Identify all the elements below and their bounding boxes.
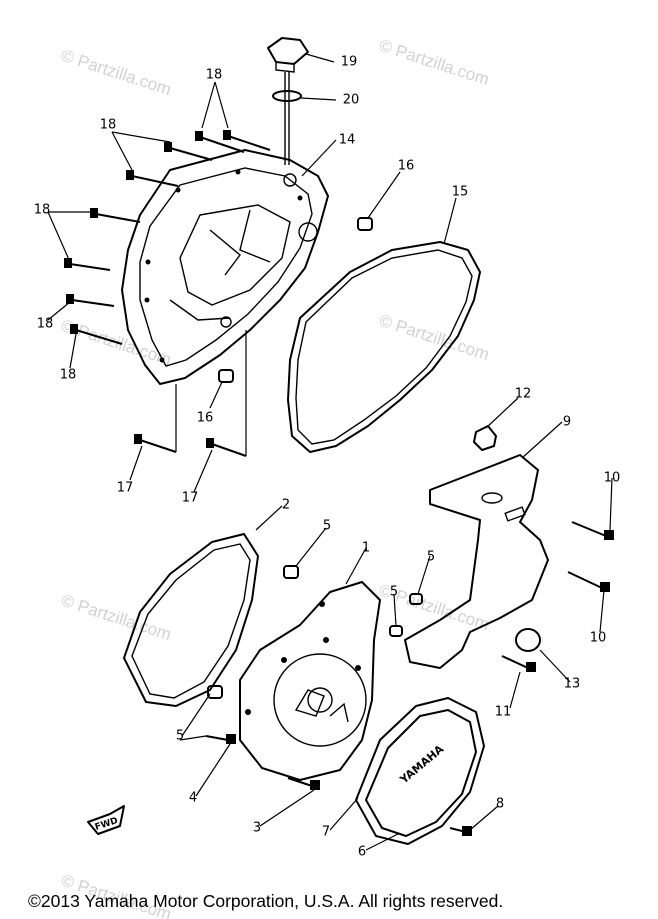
bracket-bolts bbox=[501, 521, 614, 672]
lower-bolts bbox=[134, 330, 247, 457]
callout-11: 11 bbox=[495, 705, 512, 720]
cover-gasket bbox=[287, 241, 481, 453]
callout-16: 16 bbox=[398, 159, 415, 174]
callout-4: 4 bbox=[189, 791, 197, 806]
callout-18: 18 bbox=[100, 118, 117, 133]
bracket bbox=[404, 454, 549, 669]
watermark-text: © Partzilla.com bbox=[59, 591, 174, 644]
o-ring bbox=[272, 90, 302, 102]
callout-3: 3 bbox=[253, 821, 261, 836]
callout-13: 13 bbox=[564, 677, 581, 692]
yamaha-mark: YAMAHA bbox=[397, 742, 447, 787]
watermark-layer: © Partzilla.com © Partzilla.com © Partzi… bbox=[59, 36, 492, 919]
callout-18: 18 bbox=[34, 203, 51, 218]
callout-12: 12 bbox=[515, 387, 532, 402]
fwd-arrow: FWD bbox=[87, 805, 125, 835]
callout-15: 15 bbox=[452, 185, 469, 200]
callout-5: 5 bbox=[390, 585, 398, 600]
dowel-pin bbox=[207, 685, 223, 699]
dowel-pin bbox=[283, 565, 299, 579]
plug-cap bbox=[515, 628, 541, 652]
callout-6: 6 bbox=[358, 845, 366, 860]
cover-screw bbox=[205, 735, 229, 741]
collar bbox=[389, 625, 403, 637]
callout-17: 17 bbox=[182, 491, 199, 506]
collar bbox=[409, 593, 423, 605]
oil-filler-cap bbox=[267, 37, 309, 165]
callout-16: 16 bbox=[197, 411, 214, 426]
outer-cover bbox=[365, 709, 477, 837]
callout-5: 5 bbox=[323, 519, 331, 534]
dowel-pin bbox=[357, 217, 373, 231]
callout-9: 9 bbox=[563, 415, 571, 430]
callout-19: 19 bbox=[341, 55, 358, 70]
cover-bolts bbox=[64, 130, 271, 345]
outer-cover-gasket bbox=[355, 697, 485, 845]
callout-5: 5 bbox=[427, 550, 435, 565]
callout-18: 18 bbox=[206, 68, 223, 83]
callout-2: 2 bbox=[282, 498, 290, 513]
generator-cover bbox=[239, 581, 381, 781]
callout-17: 17 bbox=[117, 481, 134, 496]
watermark-text: © Partzilla.com bbox=[377, 36, 492, 89]
dowel-pin bbox=[218, 369, 234, 383]
callout-10: 10 bbox=[604, 471, 621, 486]
callout-1: 1 bbox=[362, 541, 370, 556]
callout-18: 18 bbox=[60, 368, 77, 383]
copyright-footer: ©2013 Yamaha Motor Corporation, U.S.A. A… bbox=[28, 891, 503, 911]
leader-lines bbox=[47, 53, 613, 851]
cover-screw bbox=[287, 777, 313, 787]
generator-gasket bbox=[123, 533, 259, 707]
grommet bbox=[473, 425, 497, 451]
callout-7: 7 bbox=[322, 825, 330, 840]
crankcase-cover-upper bbox=[121, 149, 329, 385]
callout-20: 20 bbox=[343, 93, 360, 108]
callout-5: 5 bbox=[176, 729, 184, 744]
callout-18: 18 bbox=[37, 317, 54, 332]
callout-layer: 19 20 18 18 18 18 18 14 16 16 15 17 17 1… bbox=[34, 55, 621, 860]
watermark-text: © Partzilla.com bbox=[59, 46, 174, 99]
callout-8: 8 bbox=[496, 797, 504, 812]
callout-14: 14 bbox=[339, 133, 356, 148]
callout-10: 10 bbox=[590, 631, 607, 646]
